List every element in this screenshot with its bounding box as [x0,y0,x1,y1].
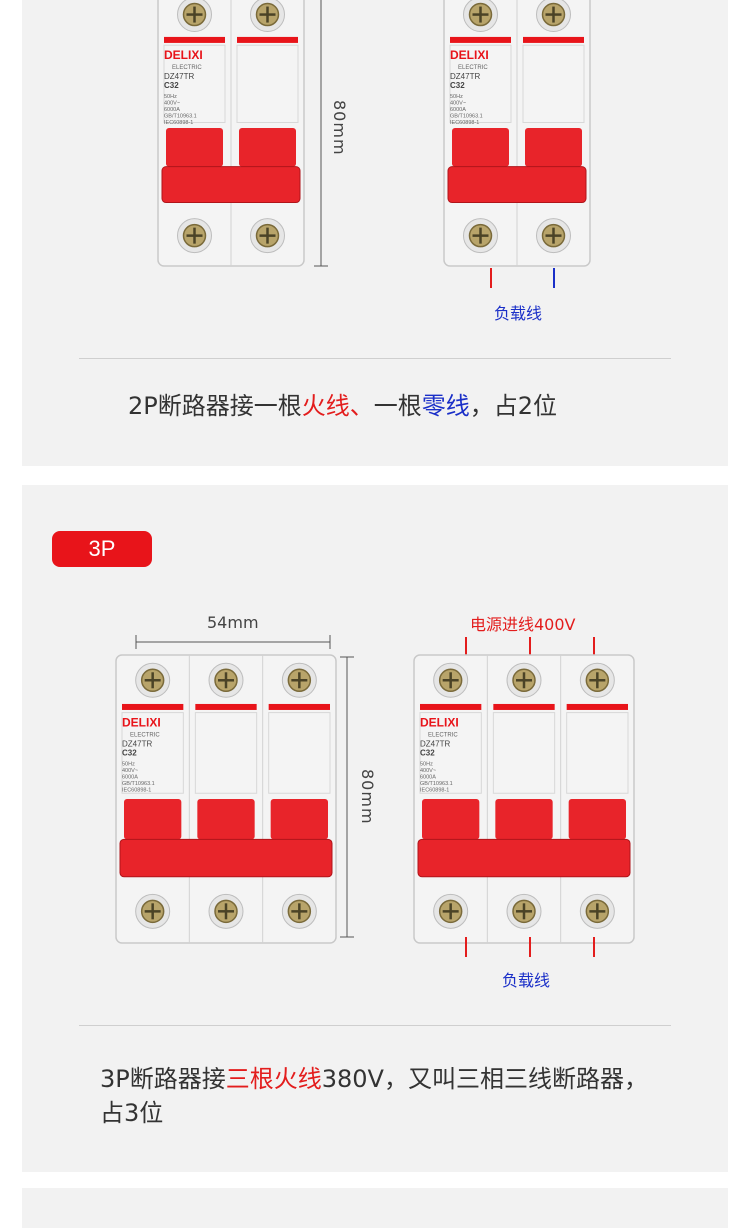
height-dimension-label: 80mm [358,769,377,825]
svg-text:ELECTRIC: ELECTRIC [130,733,160,739]
handle-tie-bar [119,838,333,878]
handle-tie-bar [417,838,631,878]
power-line-label: 电源进线400V [470,615,576,634]
load-wires [465,937,595,957]
svg-text:50Hz: 50Hz [450,94,463,100]
divider [79,358,671,359]
toggle-handle [452,128,509,167]
pole-badge: 3P [52,531,152,567]
toggle-handle [124,799,182,840]
caption-text: 一根 [373,392,422,420]
svg-text:6000A: 6000A [420,775,436,781]
load-wires [490,268,555,288]
svg-text:IEC60898-1: IEC60898-1 [450,120,479,126]
brand-logo: DELIXI [450,48,489,62]
caption-2p: 2P断路器接一根火线、一根零线，占2位 [128,389,557,423]
caption-fire-line: 火线、 [301,392,374,420]
toggle-handle [525,128,582,167]
handle-tie-bar [447,166,587,204]
svg-text:ELECTRIC: ELECTRIC [458,65,488,71]
caption-text: ，占2位 [469,392,558,420]
width-dimension-label: 54mm [207,613,259,632]
svg-text:IEC60898-1: IEC60898-1 [420,788,449,794]
toggle-handle [270,799,328,840]
toggle-handle [197,799,255,840]
svg-text:50Hz: 50Hz [420,762,433,768]
next-section [22,1188,728,1228]
handle-tie-bar [161,166,301,204]
svg-text:C32: C32 [420,749,435,758]
svg-text:GB/T10963.1: GB/T10963.1 [122,781,155,787]
svg-text:C32: C32 [164,81,179,90]
svg-text:IEC60898-1: IEC60898-1 [122,788,151,794]
svg-text:400V~: 400V~ [164,101,180,107]
svg-text:DZ47TR: DZ47TR [164,72,194,81]
svg-text:DZ47TR: DZ47TR [450,72,480,81]
width-dimension-line [135,635,331,649]
svg-text:400V~: 400V~ [420,768,436,774]
svg-text:6000A: 6000A [122,775,138,781]
divider [79,1025,671,1026]
toggle-handle [239,128,296,167]
caption-text: 2P断路器接一根 [128,392,302,420]
svg-text:C32: C32 [450,81,465,90]
svg-text:50Hz: 50Hz [164,94,177,100]
svg-text:DZ47TR: DZ47TR [122,740,152,749]
height-dimension-label: 80mm [330,100,349,156]
svg-text:C32: C32 [122,749,137,758]
caption-3p: 3P断路器接三根火线380V，又叫三相三线断路器，占3位 [100,1062,670,1130]
toggle-handle [495,799,553,840]
toggle-handle [166,128,223,167]
svg-text:400V~: 400V~ [122,768,138,774]
brand-logo: DELIXI [164,48,203,62]
svg-text:IEC60898-1: IEC60898-1 [164,120,193,126]
caption-fire-line: 三根火线 [225,1065,322,1093]
svg-text:50Hz: 50Hz [122,762,135,768]
height-dimension-line [340,656,354,938]
svg-text:ELECTRIC: ELECTRIC [172,65,202,71]
svg-text:GB/T10963.1: GB/T10963.1 [450,114,483,120]
svg-text:ELECTRIC: ELECTRIC [428,733,458,739]
svg-text:400V~: 400V~ [450,101,466,107]
svg-text:6000A: 6000A [164,107,180,113]
toggle-handle [422,799,480,840]
height-dimension-line [314,0,328,267]
brand-logo: DELIXI [122,716,161,730]
caption-text: 380V，又叫三相三线断路器，占3位 [100,1065,648,1127]
brand-logo: DELIXI [420,716,459,730]
toggle-handle [568,799,626,840]
svg-text:6000A: 6000A [450,107,466,113]
power-wires [465,637,595,657]
svg-text:GB/T10963.1: GB/T10963.1 [164,114,197,120]
load-line-label: 负载线 [502,971,551,990]
caption-zero-line: 零线 [421,392,470,420]
svg-text:GB/T10963.1: GB/T10963.1 [420,781,453,787]
load-line-label: 负载线 [494,304,543,323]
caption-text: 3P断路器接 [100,1065,226,1093]
svg-text:DZ47TR: DZ47TR [420,740,450,749]
